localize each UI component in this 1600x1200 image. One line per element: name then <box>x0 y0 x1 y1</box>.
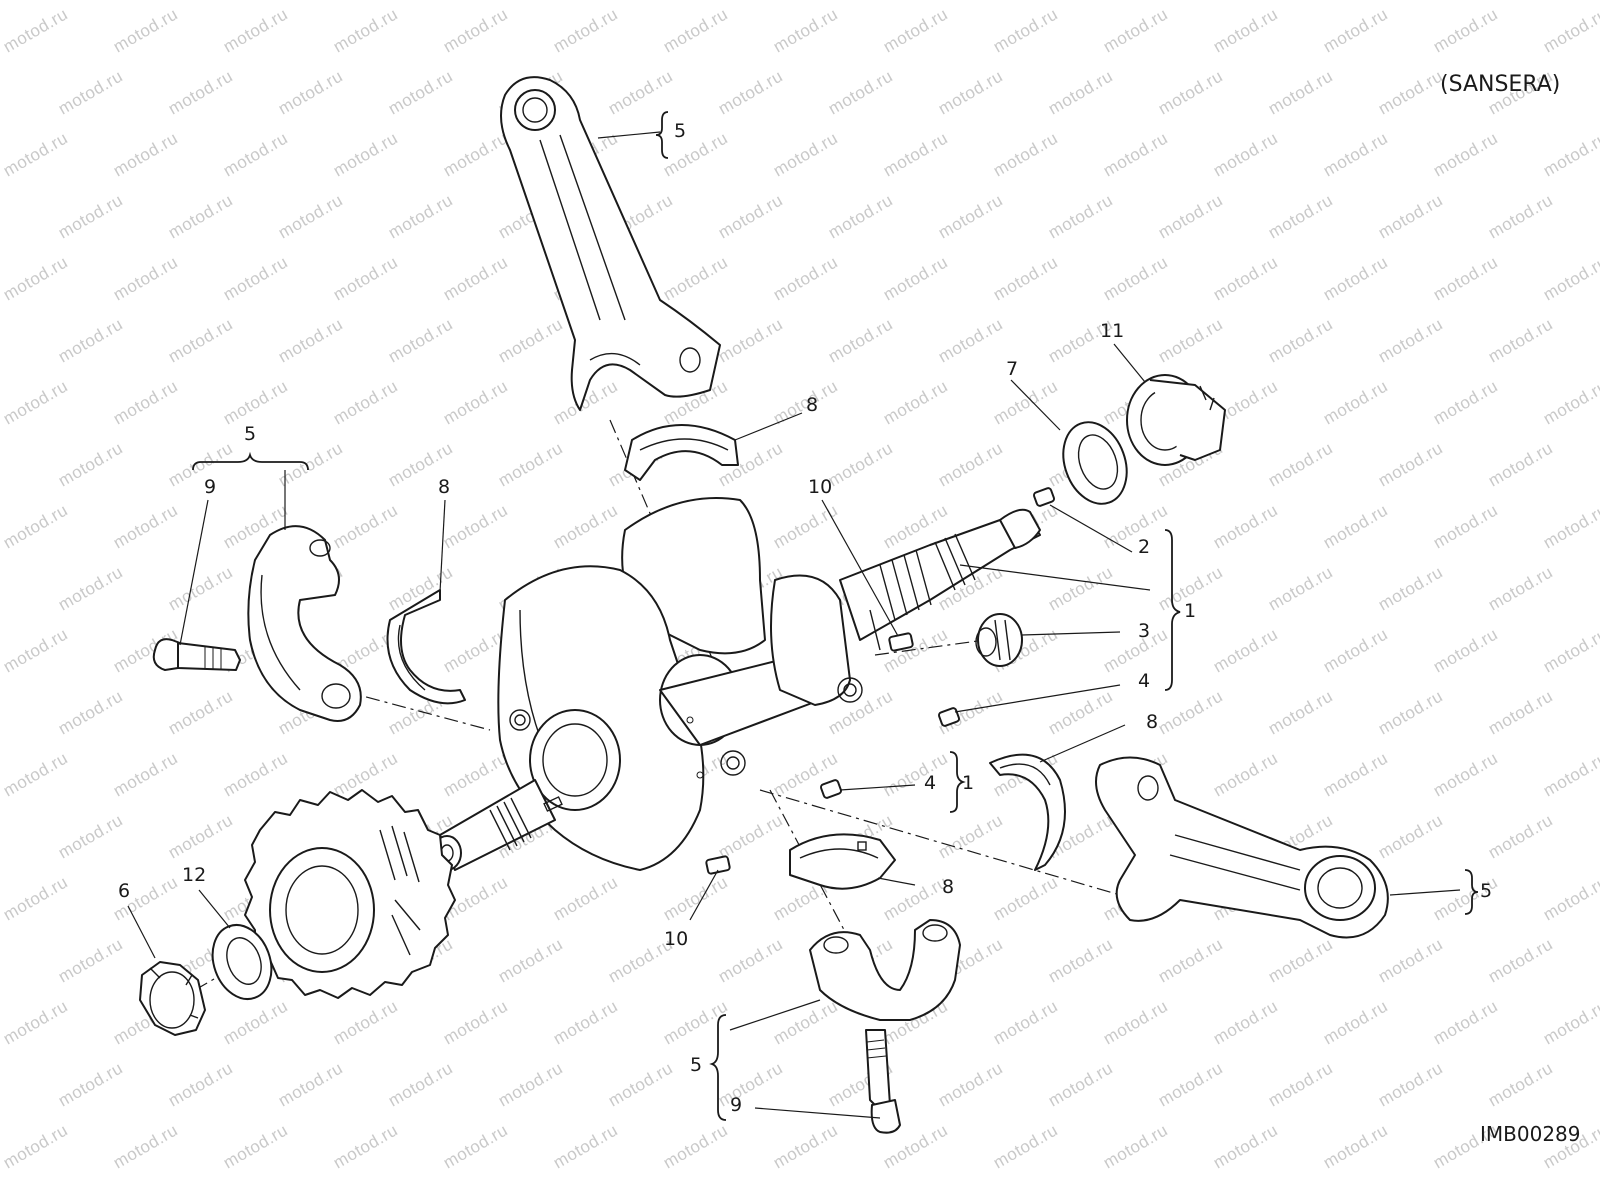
rod-cap-bottom <box>809 919 961 1021</box>
callout-5-bottom: 5 <box>690 1054 703 1076</box>
bearing-shell-left <box>386 589 466 705</box>
callout-4-right: 4 <box>1138 670 1151 692</box>
leader-lines <box>127 131 1461 1119</box>
callout-9-bottom: 9 <box>730 1094 743 1116</box>
bearing-shell-top <box>624 424 739 481</box>
rod-cap-left <box>247 525 362 722</box>
callout-4-center: 4 <box>924 772 937 794</box>
variant-note: (SANSERA) <box>1440 72 1561 97</box>
callout-5-top: 5 <box>674 120 687 142</box>
bearing-shell-bottom <box>789 833 896 890</box>
rod-bolt-left <box>152 638 241 671</box>
callout-9-left: 9 <box>204 476 217 498</box>
crankshaft <box>432 497 1041 871</box>
drive-gear <box>244 789 456 999</box>
callout-5-right: 5 <box>1480 880 1493 902</box>
connecting-rod-top <box>500 76 721 411</box>
callout-6: 6 <box>118 880 131 902</box>
group-braces <box>192 111 1479 1121</box>
callout-2: 2 <box>1138 536 1151 558</box>
callout-10-bottom: 10 <box>664 928 689 950</box>
callout-11: 11 <box>1100 320 1125 342</box>
callout-7: 7 <box>1006 358 1019 380</box>
callout-8-right: 8 <box>1146 711 1159 733</box>
callout-8-left: 8 <box>438 476 451 498</box>
callout-5-left: 5 <box>244 423 257 445</box>
bearing-shell-right <box>989 753 1066 871</box>
plug-top <box>1032 487 1056 507</box>
woodruff-keys <box>705 632 914 875</box>
callout-1-right: 1 <box>1184 600 1197 622</box>
callout-12: 12 <box>182 864 207 886</box>
washer-right <box>1062 421 1128 505</box>
plug-large <box>975 613 1023 667</box>
ring-nut-right <box>1126 374 1226 466</box>
callout-10-top: 10 <box>808 476 833 498</box>
plugs-small <box>819 707 961 799</box>
rod-bolt-bottom <box>865 1029 901 1134</box>
image-code: IMB00289 <box>1480 1122 1581 1146</box>
callout-3: 3 <box>1138 620 1151 642</box>
ring-nut-left <box>139 961 206 1036</box>
callout-8-bottom: 8 <box>942 876 955 898</box>
connecting-rod-right <box>1095 756 1389 939</box>
callout-1-center: 1 <box>962 772 975 794</box>
callout-8-top: 8 <box>806 394 819 416</box>
